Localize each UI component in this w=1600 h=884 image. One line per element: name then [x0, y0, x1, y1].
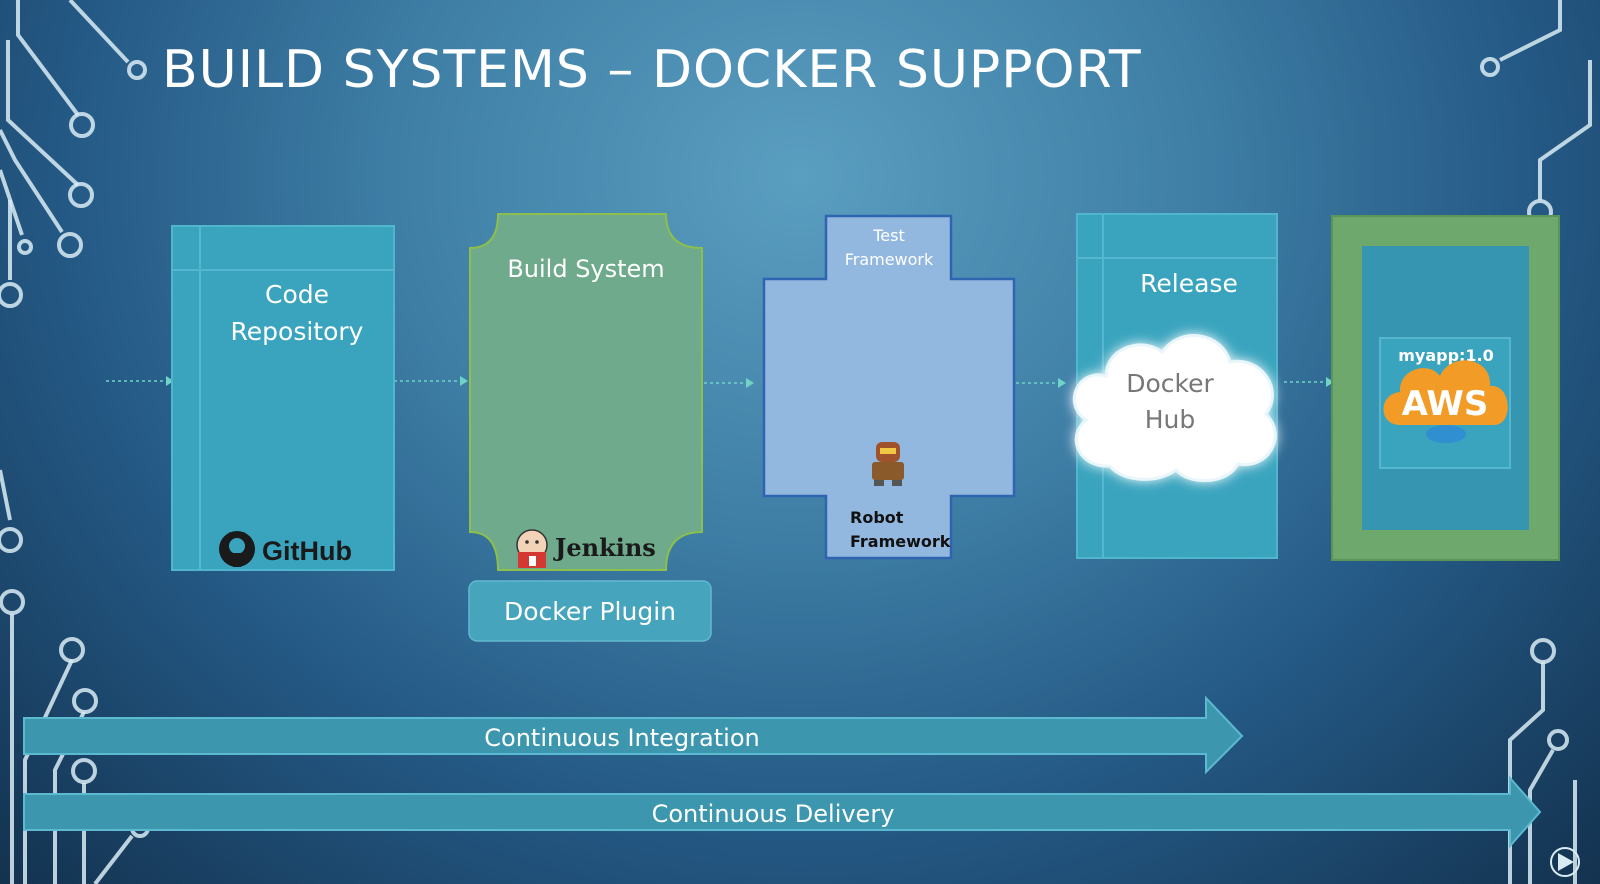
build-system-label: Build System [507, 255, 664, 283]
code-repository-label-line2: Repository [231, 317, 364, 346]
code-repository-label-line1: Code [265, 280, 329, 309]
docker-plugin-label: Docker Plugin [504, 597, 676, 626]
docker-plugin-box [468, 580, 712, 642]
continuous-delivery-arrow: Continuous Delivery [23, 775, 1542, 849]
docker-hub-label-line1: Docker [1126, 369, 1214, 398]
docker-hub-cloud [1072, 334, 1277, 483]
build-system-stage: Build System Jenkins Docker Plugin [468, 213, 712, 642]
docker-whale-icon [1426, 425, 1466, 443]
github-logo-text: GitHub [262, 536, 352, 566]
jenkins-logo-text: Jenkins [553, 533, 656, 562]
release-label: Release [1140, 269, 1238, 298]
aws-cloud-icon [1383, 360, 1508, 425]
continuous-integration-label: Continuous Integration [484, 724, 759, 752]
jenkins-butler-icon [516, 529, 548, 568]
robot-framework-label-line2: Framework [850, 532, 951, 551]
deploy-stage: myapp:1.0 AWS [1331, 215, 1560, 561]
presenter-logo-icon [1550, 847, 1580, 877]
test-framework-stage: Test Framework Robot Framework [762, 214, 1016, 560]
test-framework-label-line1: Test [872, 226, 905, 245]
continuous-delivery-label: Continuous Delivery [652, 800, 895, 828]
robot-icon [872, 442, 904, 486]
test-framework-label-line2: Framework [845, 250, 934, 269]
github-octocat-icon [219, 531, 255, 567]
code-repository-stage: Code Repository GitHub [171, 225, 395, 571]
release-stage: Release Docker Hub [1072, 213, 1278, 559]
aws-label: AWS [1402, 384, 1489, 424]
slide-title: BUILD SYSTEMS – DOCKER SUPPORT [162, 40, 1142, 100]
docker-hub-label-line2: Hub [1145, 405, 1196, 434]
flow-connectors [106, 376, 1334, 388]
continuous-integration-arrow: Continuous Integration [23, 695, 1244, 775]
image-tag-label: myapp:1.0 [1398, 346, 1494, 365]
robot-framework-label-line1: Robot [850, 508, 904, 527]
